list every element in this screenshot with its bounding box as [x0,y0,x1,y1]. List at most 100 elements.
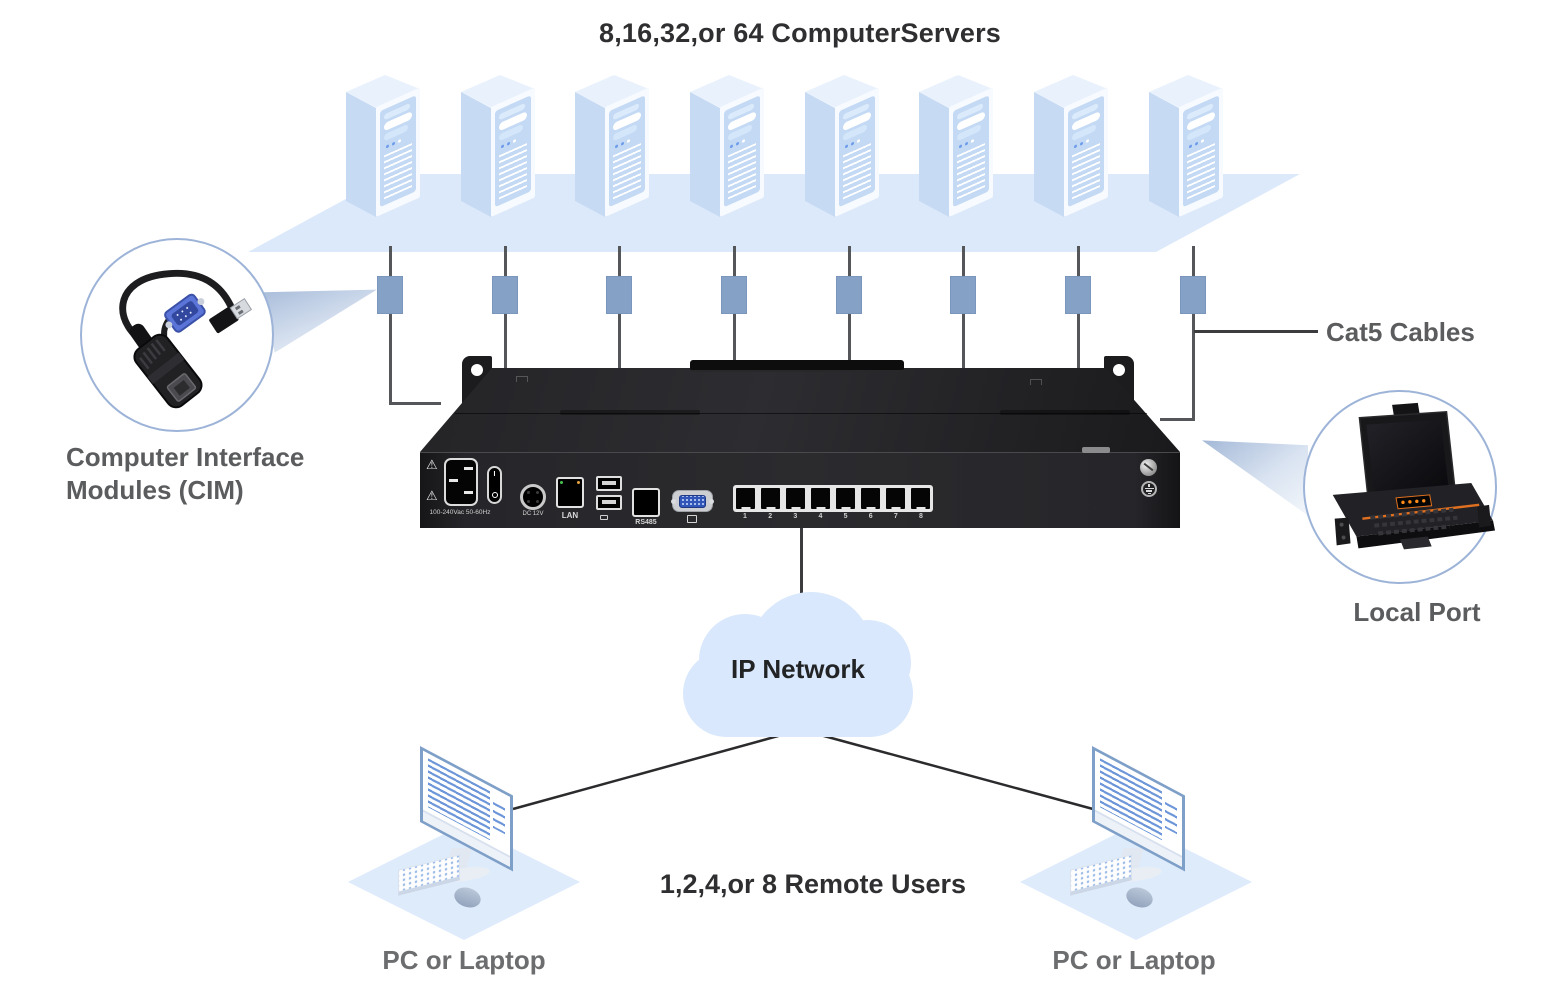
server-tower-2 [461,74,535,230]
power-switch-off-mark [491,492,498,498]
server-tower-4 [690,74,764,230]
vga-connector-icon [164,293,206,333]
rack-console-illustration [1332,402,1495,550]
kvm-port-2 [761,487,780,509]
server-vents [384,142,412,200]
server-side-face [346,92,376,217]
cim-line-5 [848,314,851,376]
ground-icon [1141,481,1157,497]
power-switch: I [487,466,502,504]
port-number: 1 [743,513,747,520]
port-number: 5 [843,513,848,520]
port-number: 8 [919,513,923,520]
cim-line-7 [1077,314,1080,376]
lan-port [556,477,584,508]
usb-port-top [596,476,622,491]
cim-line-4 [733,314,736,376]
cim-label-line2: Modules (CIM) [66,475,244,505]
kvm-port-6 [861,487,880,509]
kvm-top-mark [516,376,528,382]
pc-left-label: PC or Laptop [382,945,546,975]
pc-left [348,700,580,960]
screen-code-lines [493,801,505,835]
vga-screw [709,499,714,504]
server-front-face [376,87,420,217]
cim-module-1 [377,276,403,314]
local-port-label: Local Port [1353,597,1481,627]
local-port-callout-circle [1303,390,1497,584]
kvm-top-seam [455,413,1147,414]
cim-module-6 [950,276,976,314]
server-line-7 [1077,246,1080,276]
cloud-label: IP Network [731,654,865,684]
cim-callout-wedge [258,289,377,353]
server-line-3 [618,246,621,276]
server-tower-8 [1149,74,1223,230]
cim-line-6 [962,314,965,376]
kvm-port-7 [886,487,905,509]
ac-power-inlet [444,458,478,506]
kvm-port-numbers: 1 2 3 4 5 6 7 8 [733,513,933,520]
server-line-4 [733,246,736,276]
cim-module-7 [1065,276,1091,314]
vga-screw [671,499,676,504]
cim-module-2 [492,276,518,314]
port-number: 7 [893,513,898,520]
dc-port-label: DC 12V [522,511,544,517]
cim-module-8 [1180,276,1206,314]
server-tower-3 [575,74,649,230]
kvm-top-mark [1030,379,1042,385]
power-switch-on-mark: I [493,471,496,478]
kvm-port-4 [811,487,830,509]
kvm-top-notch [1000,410,1130,415]
screw-icon [1140,459,1157,476]
usb-port-bottom [596,495,622,510]
server-tower-5 [805,74,879,230]
cim-device-illustration [119,269,253,409]
cim-line-3 [618,314,621,376]
port-number: 6 [868,513,873,520]
cim-line-8 [1192,314,1195,421]
rs485-port [632,488,660,517]
rs485-port-label: RS485 [635,519,657,526]
power-rating-text: 100-240Vac 50-60Hz [429,509,491,516]
kvm-panel-tab [1082,447,1110,453]
vga-connector [679,494,706,508]
warning-icon: ⚠ [426,457,438,472]
cat5-cables-label: Cat5 Cables [1326,317,1475,347]
server-floor-platform [248,174,1300,252]
pc-right-label: PC or Laptop [1052,945,1216,975]
server-line-6 [962,246,965,276]
kvm-port-block [733,485,933,512]
kvm-port-1 [736,487,755,509]
rack-ear-hole [1113,364,1125,376]
remote-users-label: 1,2,4,or 8 Remote Users [659,869,967,899]
warning-icon: ⚠ [426,488,438,503]
kvm-switch-top [420,368,1180,452]
cim-module-3 [606,276,632,314]
server-panel [380,95,416,208]
local-port-callout-wedge [1202,440,1308,516]
cim-label: Computer Interface Modules (CIM) [66,441,366,507]
port-number: 2 [768,513,773,520]
usb-connector-icon [209,298,253,334]
port-number: 3 [793,513,798,520]
cim-module-4 [721,276,747,314]
cim-line-1-bend [389,402,441,405]
port-number: 4 [818,513,823,520]
server-tower-6 [919,74,993,230]
cim-module-5 [836,276,862,314]
lan-led-green [560,481,563,484]
server-line-5 [848,246,851,276]
dc-power-port [520,484,546,510]
ip-network-cloud: IP Network [683,592,913,737]
server-tower-1 [346,74,420,230]
kvm-port-3 [786,487,805,509]
server-line-8 [1192,246,1195,276]
usb-icon [600,515,608,520]
cim-line-2 [504,314,507,376]
cim-dongle-body [133,333,203,409]
lan-led-amber [577,481,580,484]
cim-callout-circle [80,238,274,432]
